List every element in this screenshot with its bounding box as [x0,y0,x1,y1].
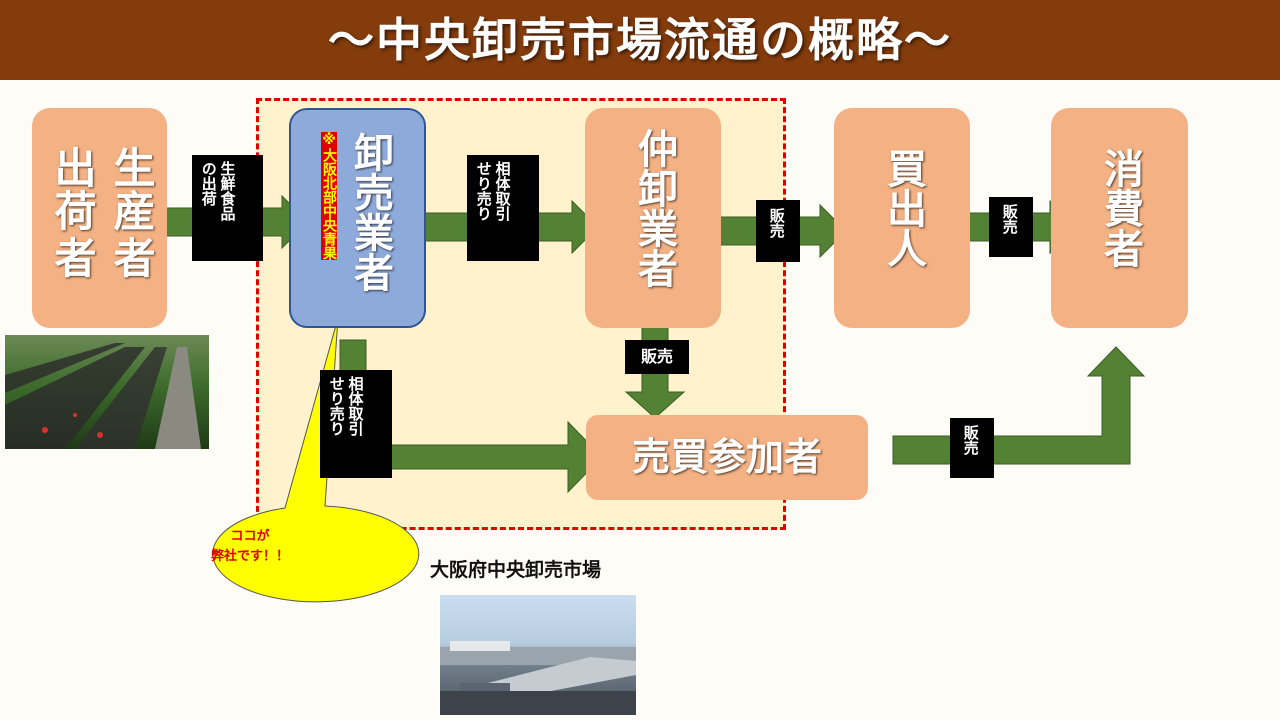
participant-box: 売買参加者 [586,415,868,500]
consumer-label: 消費者 [1097,148,1143,268]
market-label: 大阪府中央卸売市場 [430,559,602,581]
fresh-food-text-col2: の出荷 [199,161,218,206]
participant-label: 売買参加者 [631,435,822,479]
producer-text-col2: 者 [107,236,156,278]
shipper-text-col2: 者 [48,236,97,278]
negotiated-top-text-col2: せり売り [474,161,493,221]
producer-text-col1: 生産 [107,146,156,232]
market-buildings-graphic [440,641,636,715]
intermediate-box: 仲卸業者 [585,108,721,328]
wholesaler-box: ※大阪北部中央青果 卸売業者 [289,108,426,328]
intermediate-label: 仲卸業者 [631,128,677,288]
buyer-box: 買出人 [834,108,970,328]
callout-line2: 弊社です！！ [210,549,289,564]
negotiated-bottom-text-col2: せり売り [327,376,346,436]
shipper-text-col1: 出荷 [48,146,97,232]
callout-bubble [212,317,420,603]
negotiated-top-text-col1: 相体取引 [493,161,512,221]
sale-label-1: 販売 [756,200,800,262]
callout-text: ココが 弊社です！！ [175,527,325,567]
wholesaler-label: 卸売業者 [347,132,393,292]
callout-line1: ココが [230,529,270,544]
sale-label-2-text: 販売 [1000,204,1019,234]
negotiated-label-bottom: 相体取引 せり売り [320,370,392,478]
field-rows-graphic [5,343,201,449]
sale-label-4-text: 販売 [961,425,980,455]
wholesaler-note: ※大阪北部中央青果 [321,132,337,260]
page-title: ～中央卸売市場流通の概略～ [328,13,952,67]
strawberry-field-photo [5,335,209,449]
sale-label-3-text: 販売 [640,347,673,366]
buyer-label: 買出人 [880,148,926,268]
sale-label-1-text: 販売 [767,208,786,238]
producer-box: 生産 者 出荷 者 [32,108,167,328]
title-bar: ～中央卸売市場流通の概略～ [0,0,1280,80]
negotiated-bottom-text-col1: 相体取引 [346,376,365,436]
sale-label-4: 販売 [950,418,994,478]
negotiated-label-top: 相体取引 せり売り [467,155,539,261]
sale-label-3: 販売 [625,340,689,374]
consumer-box: 消費者 [1051,108,1188,328]
fresh-food-label: 生鮮食品 の出荷 [192,155,263,261]
fresh-food-text-col1: 生鮮食品 [218,161,237,221]
market-photo [440,595,636,715]
arrow-participant-to-consumer [892,346,1146,465]
sale-label-2: 販売 [989,197,1033,257]
